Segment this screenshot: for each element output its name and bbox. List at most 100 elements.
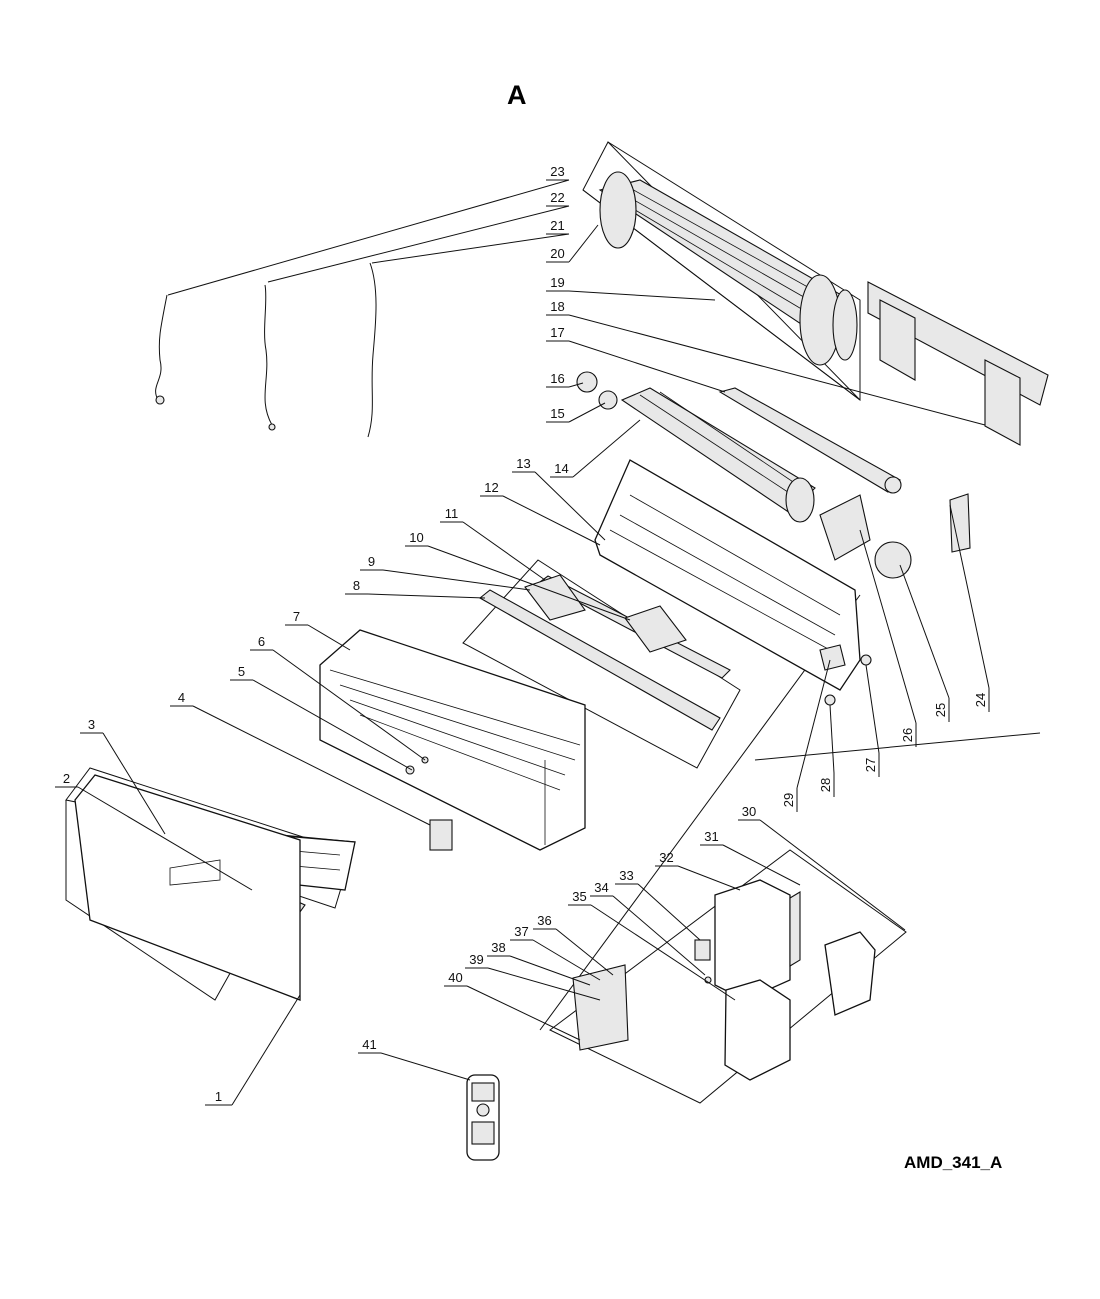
leader-line-2: [77, 786, 253, 891]
leader-line-29: [796, 659, 831, 789]
power-cable-23: [155, 294, 168, 401]
remote-control: [466, 1074, 500, 1161]
callout-23: 23: [550, 164, 564, 179]
leader-line-33: [637, 883, 701, 941]
leader-line-21: [371, 233, 570, 264]
front-panel: [319, 629, 586, 851]
leader-line-38: [509, 955, 591, 986]
callout-1: 1: [215, 1089, 222, 1104]
callout-4: 4: [178, 690, 185, 705]
callout-28: 28: [818, 778, 833, 792]
callout-37: 37: [514, 924, 528, 939]
callout-3: 3: [88, 717, 95, 732]
leader-line-7: [307, 624, 351, 651]
part-27: [860, 654, 872, 666]
callout-29: 29: [781, 793, 796, 807]
leader-line-37: [532, 939, 601, 981]
screw-cover: [429, 819, 453, 851]
callout-17: 17: [550, 325, 564, 340]
leader-line-40: [466, 985, 581, 1041]
callout-36: 36: [537, 913, 551, 928]
callout-26: 26: [900, 728, 915, 742]
leader-line-32: [677, 865, 741, 891]
callout-19: 19: [550, 275, 564, 290]
leader-line-20: [568, 224, 599, 263]
front-cover: [74, 774, 301, 1001]
callout-39: 39: [469, 952, 483, 967]
motor-bracket: [819, 494, 871, 561]
leader-line-28: [829, 704, 835, 774]
louver-set-b: [624, 605, 687, 653]
leader-line-22: [267, 205, 570, 283]
leader-line-9: [382, 569, 531, 591]
leader-line-31: [722, 844, 801, 886]
leader-line-17: [568, 340, 726, 393]
callout-35: 35: [572, 889, 586, 904]
leader-line-5: [252, 679, 413, 771]
leader-line-24: [949, 504, 990, 689]
leader-line-35: [590, 904, 736, 1001]
leader-line-30: [759, 819, 906, 931]
evaporator-coil: [598, 171, 858, 366]
leader-line-41: [380, 1052, 471, 1081]
leader-line-25: [899, 564, 950, 699]
leader-line-6: [272, 649, 426, 761]
cable-22: [264, 284, 273, 426]
callout-21: 21: [550, 218, 564, 233]
callout-10: 10: [409, 530, 423, 545]
leader-line-39: [487, 967, 601, 1001]
callout-41: 41: [362, 1037, 376, 1052]
sensor-29: [819, 644, 846, 671]
callout-13: 13: [516, 456, 530, 471]
mounting-plate: [867, 281, 1049, 446]
callout-25: 25: [933, 703, 948, 717]
leader-line-4: [192, 705, 431, 826]
callout-14: 14: [554, 461, 568, 476]
callout-32: 32: [659, 850, 673, 865]
cross-flow-fan: [620, 387, 816, 523]
diagram-title: A: [507, 80, 527, 110]
leader-line-13: [534, 471, 606, 541]
callout-8: 8: [353, 578, 360, 593]
bearing-15: [598, 390, 618, 410]
leader-line-3: [102, 732, 166, 835]
leader-line-19: [568, 290, 716, 301]
leader-line-34: [612, 895, 706, 976]
chassis: [594, 459, 861, 691]
part-28: [824, 694, 836, 706]
shaft: [718, 387, 901, 493]
callout-40: 40: [448, 970, 462, 985]
leader-line-23: [167, 179, 570, 296]
callout-9: 9: [368, 554, 375, 569]
electrical-box: [572, 879, 876, 1081]
louver-set-a: [524, 574, 586, 621]
bracket-24: [949, 493, 971, 553]
callout-7: 7: [293, 609, 300, 624]
callout-30: 30: [742, 804, 756, 819]
parts: [74, 171, 1049, 1161]
callout-31: 31: [704, 829, 718, 844]
leader-line-18: [568, 314, 986, 426]
drawing-code: AMD_341_A: [904, 1153, 1003, 1172]
leader-line-10: [427, 545, 631, 621]
leader-line-36: [555, 928, 614, 976]
callout-16: 16: [550, 371, 564, 386]
callout-11: 11: [445, 506, 459, 521]
leader-line-11: [462, 521, 546, 581]
bearing-16: [576, 371, 598, 393]
callout-20: 20: [550, 246, 564, 261]
leader-line-12: [502, 495, 601, 546]
callout-6: 6: [258, 634, 265, 649]
callout-12: 12: [484, 480, 498, 495]
leader-line-1: [231, 994, 301, 1106]
callout-33: 33: [619, 868, 633, 883]
leader-line-8: [367, 593, 486, 599]
callout-15: 15: [550, 406, 564, 421]
callout-22: 22: [550, 190, 564, 205]
callout-24: 24: [973, 693, 988, 707]
leader-line-14: [572, 419, 641, 478]
leader-line-27: [865, 664, 880, 754]
leader-line-15: [568, 402, 606, 423]
callout-27: 27: [863, 758, 878, 772]
